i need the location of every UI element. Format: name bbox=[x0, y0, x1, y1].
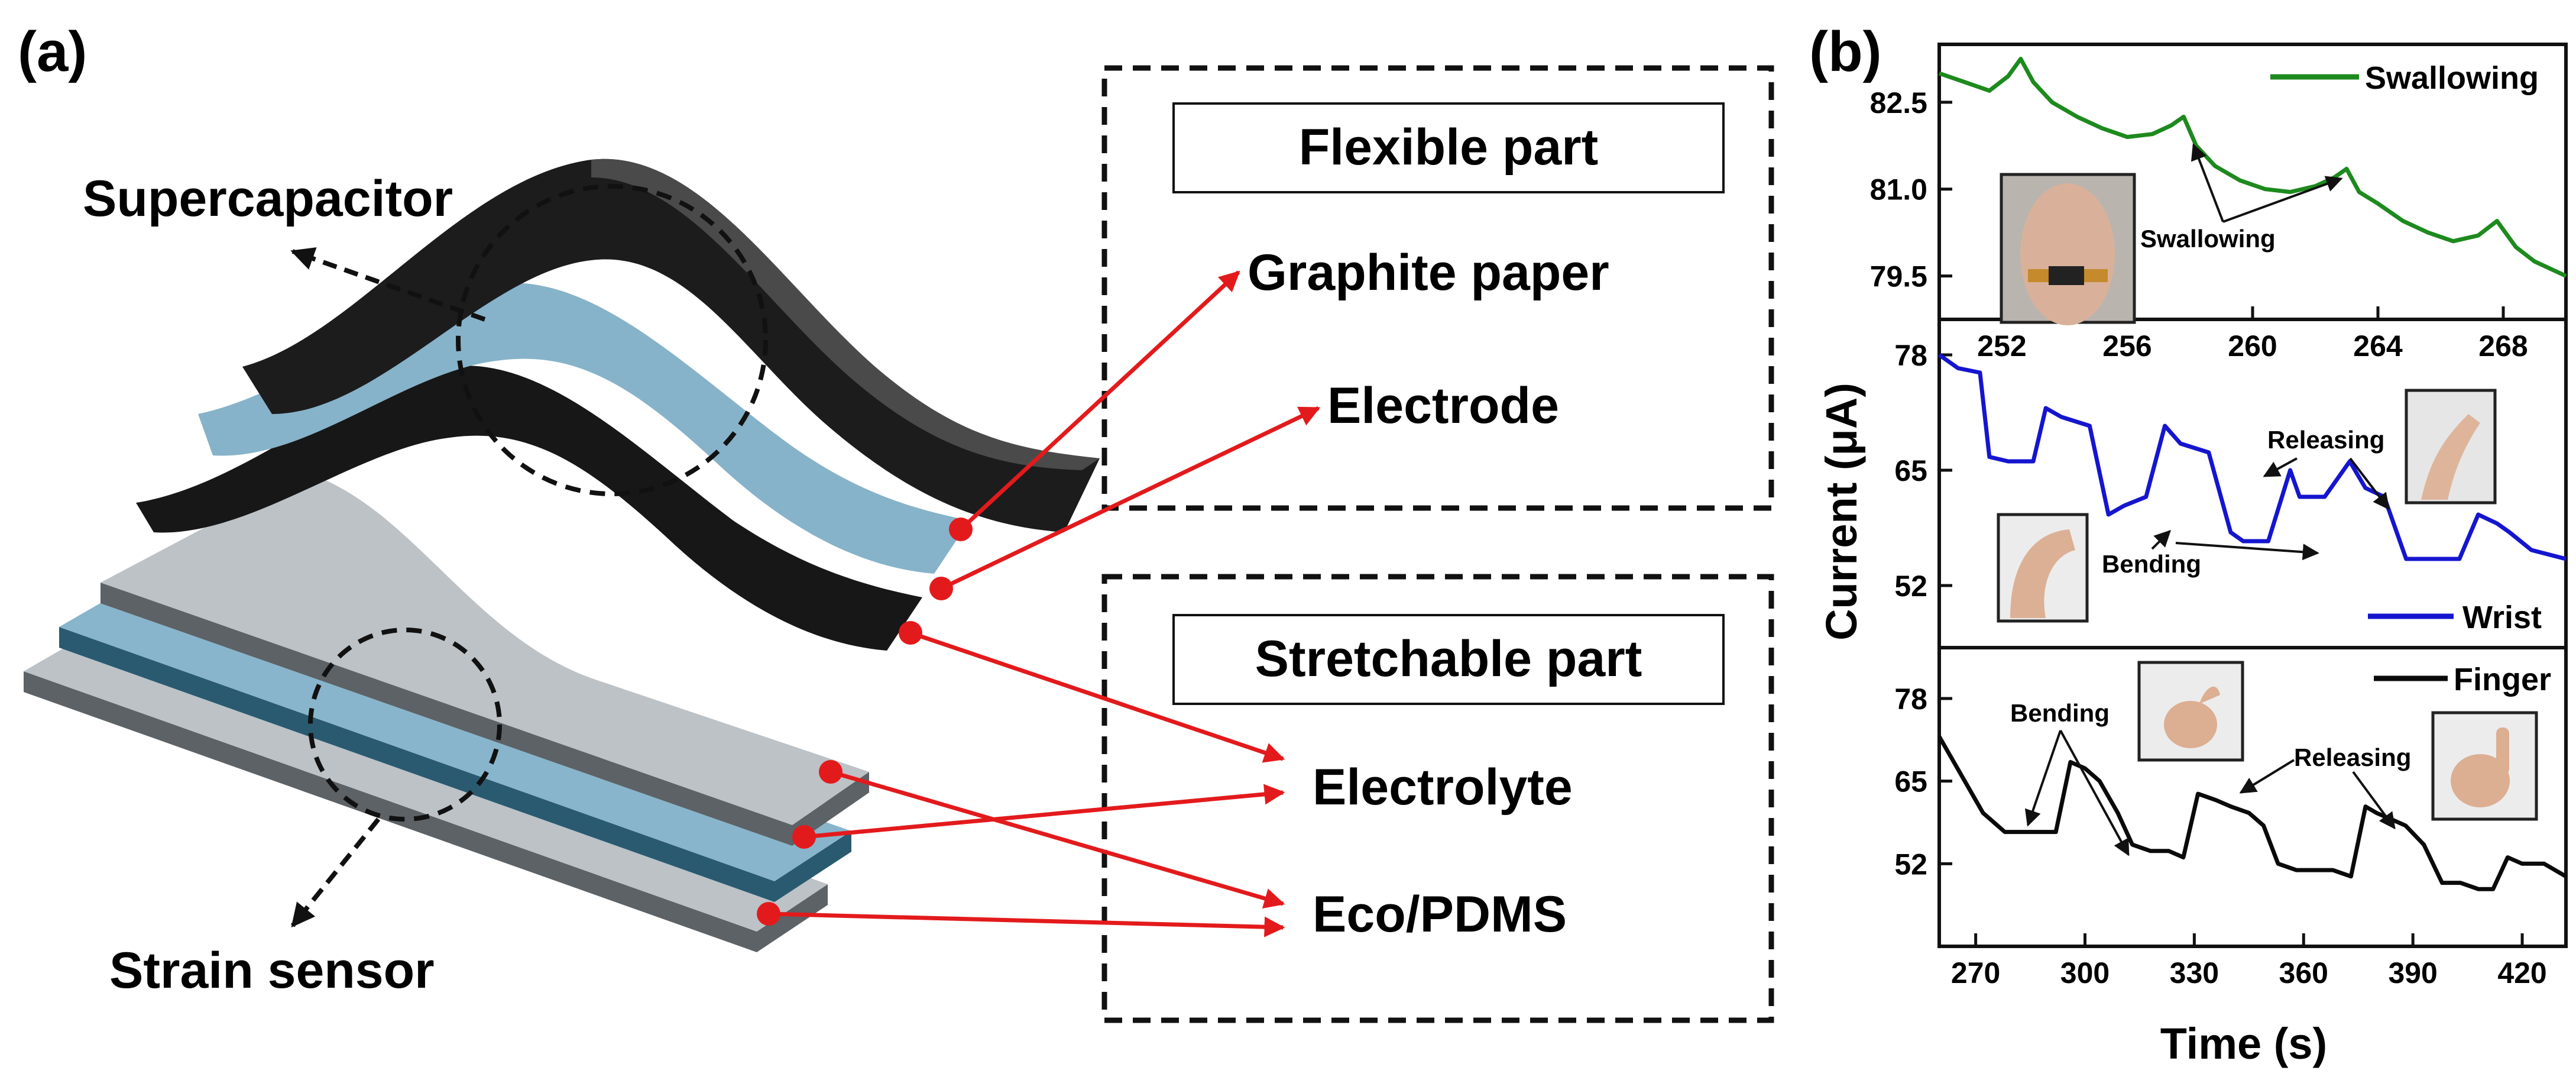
annotation-bending-wrist: Bending bbox=[2102, 550, 2201, 578]
pointer-electrolyte-2 bbox=[803, 784, 1285, 839]
panel-b-letter: (b) bbox=[1809, 20, 1882, 83]
releasing-wrist-arrow-1 bbox=[2263, 457, 2298, 477]
legend-finger: Finger bbox=[2374, 662, 2551, 697]
red-pointers bbox=[768, 270, 1321, 937]
y-tick-label-0-1: 81.0 bbox=[1870, 173, 1927, 206]
dot-electrode bbox=[929, 577, 953, 600]
supercapacitor-circle bbox=[456, 184, 768, 496]
plots: 79.5 81.0 82.5 252 256 260 264 268 52 65 78 52 65 78 2… bbox=[1870, 43, 2568, 990]
bending-finger-arrow-1 bbox=[2024, 730, 2062, 827]
series-line-wrist bbox=[1937, 353, 2567, 561]
x-tick-label-0-1: 256 bbox=[2102, 329, 2151, 363]
panel-a: (a) Supercapacitor Strain sensor bbox=[18, 20, 1774, 1023]
legend-swallowing-label: Swallowing bbox=[2365, 60, 2539, 96]
bending-wrist-arrow-2 bbox=[2175, 542, 2319, 561]
stretchable-part-header-box bbox=[1172, 614, 1725, 705]
strain-sensor-circle bbox=[308, 628, 502, 822]
releasing-finger-arrow-1 bbox=[2239, 759, 2295, 794]
x-tick-label-2-5: 420 bbox=[2497, 956, 2546, 990]
releasing-wrist-arrow-2 bbox=[2349, 457, 2390, 510]
y-tick-label-1-0: 52 bbox=[1894, 570, 1927, 603]
flexible-part-box bbox=[1101, 65, 1774, 511]
layer-label-pdms: Eco/PDMS bbox=[1313, 886, 1567, 943]
x-tick-label-2-3: 360 bbox=[2279, 956, 2328, 990]
supercapacitor-label: Supercapacitor bbox=[83, 170, 453, 227]
legend-wrist: Wrist bbox=[2368, 600, 2542, 635]
swallowing-arrow-2 bbox=[2222, 176, 2343, 223]
pdms-top-layer bbox=[101, 473, 869, 825]
pointer-electrode bbox=[940, 406, 1321, 591]
strain-sensor-label: Strain sensor bbox=[109, 942, 435, 999]
layer-label-electrode: Electrode bbox=[1327, 377, 1559, 434]
pointer-electrolyte bbox=[909, 630, 1285, 763]
graphite-upper-wave bbox=[242, 159, 1100, 532]
x-tick-label-0-2: 260 bbox=[2228, 329, 2277, 363]
flexible-part-header-box bbox=[1172, 102, 1725, 193]
dot-pdms-1 bbox=[819, 760, 843, 784]
y-tick-label-0-0: 79.5 bbox=[1870, 260, 1927, 293]
panel-b: (b) Current (μA) Time (s) 79.5 81.0 82.5 25… bbox=[1809, 20, 2568, 1068]
stretchable-part-header: Stretchable part bbox=[1255, 630, 1642, 687]
pointer-pdms-1 bbox=[830, 769, 1285, 908]
wrist-photo bbox=[2405, 389, 2497, 505]
releasing-finger-arrow-2 bbox=[2352, 771, 2396, 830]
x-tick-label-2-2: 330 bbox=[2170, 956, 2219, 990]
supercapacitor-pointer bbox=[290, 247, 486, 322]
x-tick-label-0-0: 252 bbox=[1977, 329, 2026, 363]
y-tick-label-0-2: 82.5 bbox=[1870, 86, 1927, 119]
x-tick-label-2-0: 270 bbox=[1951, 956, 2000, 990]
annotation-releasing-finger: Releasing bbox=[2294, 743, 2411, 771]
x-tick-label-2-1: 300 bbox=[2060, 956, 2110, 990]
y-tick-label-1-2: 78 bbox=[1894, 339, 1927, 372]
x-tick-label-0-4: 268 bbox=[2478, 329, 2528, 363]
elbow-photo bbox=[1997, 513, 2089, 623]
stretchable-part-box bbox=[1101, 574, 1774, 1023]
dot-electrolyte-2 bbox=[792, 825, 816, 849]
pointer-pdms-2 bbox=[768, 911, 1285, 937]
red-dots bbox=[757, 518, 973, 926]
dot-electrolyte bbox=[899, 621, 922, 645]
x-axis-label: Time (s) bbox=[2160, 1019, 2327, 1068]
y-tick-label-2-0: 52 bbox=[1894, 848, 1927, 881]
annotation-releasing-wrist: Releasing bbox=[2267, 426, 2384, 454]
series-line-swallowing bbox=[1938, 57, 2567, 278]
neck-photo bbox=[2000, 173, 2136, 325]
bending-wrist-arrow-1 bbox=[2151, 530, 2171, 550]
legend-wrist-label: Wrist bbox=[2462, 600, 2542, 635]
plot-frame-2 bbox=[1937, 646, 2568, 948]
strain-sensor-pointer bbox=[290, 817, 381, 928]
layer-label-electrolyte: Electrolyte bbox=[1313, 759, 1573, 816]
finger-release-photo bbox=[2431, 711, 2538, 821]
graphite-upper-highlight bbox=[591, 159, 1100, 470]
legend-finger-label: Finger bbox=[2454, 662, 2551, 697]
x-tick-label-2-4: 390 bbox=[2388, 956, 2437, 990]
device-stack bbox=[24, 159, 1100, 952]
panel-a-letter: (a) bbox=[18, 20, 87, 83]
y-axis-label: Current (μA) bbox=[1817, 383, 1866, 641]
y-tick-label-1-1: 65 bbox=[1894, 454, 1927, 487]
layer-label-graphite: Graphite paper bbox=[1248, 244, 1609, 301]
x-tick-label-0-3: 264 bbox=[2353, 329, 2403, 363]
finger-bend-photo bbox=[2137, 661, 2244, 762]
annotation-swallowing: Swallowing bbox=[2140, 225, 2276, 253]
legend-swallowing: Swallowing bbox=[2270, 60, 2539, 96]
bending-finger-arrow-2 bbox=[2059, 730, 2130, 856]
dot-graphite bbox=[949, 518, 973, 541]
y-tick-label-2-2: 78 bbox=[1894, 683, 1927, 716]
pointer-graphite bbox=[959, 270, 1240, 531]
series-line-finger bbox=[1937, 735, 2567, 891]
annotation-bending-finger: Bending bbox=[2010, 699, 2110, 727]
dot-pdms-2 bbox=[757, 902, 780, 926]
swallowing-arrow-1 bbox=[2191, 143, 2224, 222]
flexible-part-header: Flexible part bbox=[1299, 119, 1599, 176]
graphite-lower-wave bbox=[136, 366, 922, 651]
y-tick-label-2-1: 65 bbox=[1894, 765, 1927, 798]
